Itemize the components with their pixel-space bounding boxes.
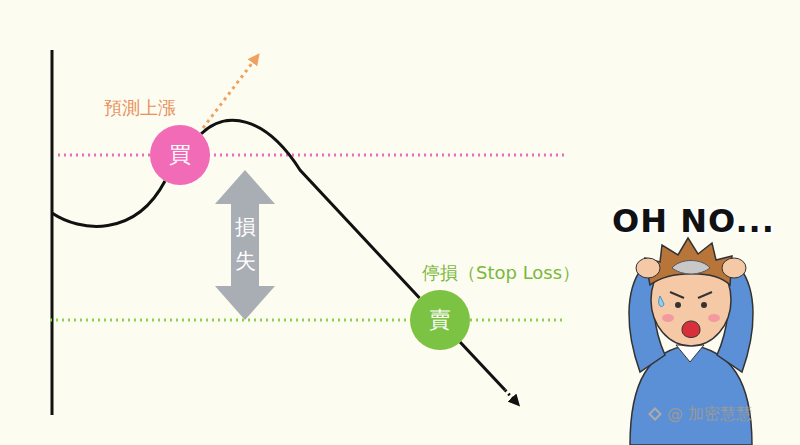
prediction-label: 預測上漲 bbox=[104, 96, 176, 120]
sell-circle: 賣 bbox=[410, 290, 470, 350]
node-text: 買 bbox=[169, 143, 191, 167]
node-text: 賣 bbox=[429, 308, 451, 332]
loss-arrow: 損失 bbox=[215, 170, 275, 320]
loss-arrow-outline bbox=[215, 170, 275, 320]
worried-man bbox=[629, 238, 753, 445]
buy-circle: 買 bbox=[150, 125, 210, 185]
exclamation-text: OH NO... bbox=[612, 202, 775, 240]
watermark: @ 加密慧慧 bbox=[667, 404, 752, 425]
stop-loss-label: 停損（Stop Loss） bbox=[420, 261, 582, 285]
node-text: 損失 bbox=[235, 211, 256, 278]
